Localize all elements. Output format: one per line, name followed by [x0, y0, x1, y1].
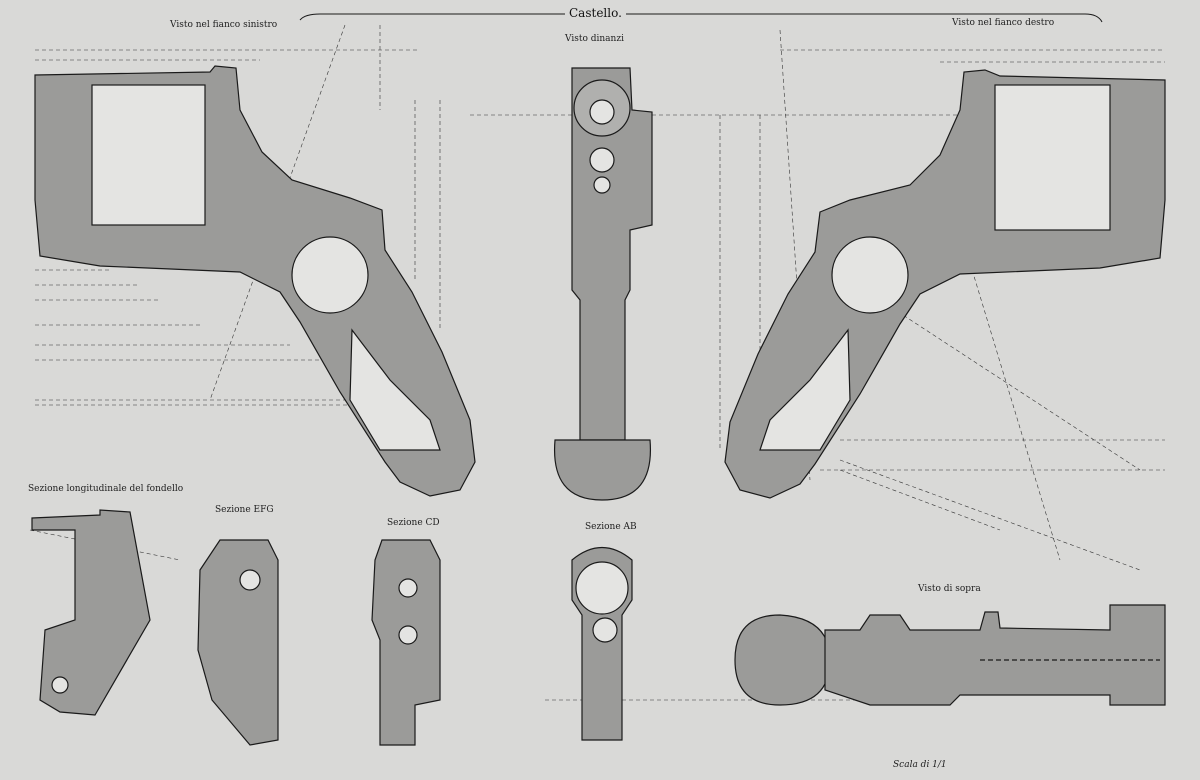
base-section: [31, 509, 151, 716]
label-section-efg: Sezione EFG: [215, 505, 274, 515]
scale-note: Scala di 1/1: [893, 760, 947, 770]
label-section-ab: Sezione AB: [585, 522, 637, 532]
section-efg: [197, 539, 279, 746]
left-window: [91, 84, 206, 226]
label-front-view: Visto dinanzi: [565, 34, 624, 44]
label-section-cd: Sezione CD: [387, 518, 440, 528]
label-left-side-view: Visto nel fianco sinistro: [170, 20, 278, 30]
label-base-section: Sezione longitudinale del fondello: [28, 484, 184, 494]
label-right-side-view: Visto nel fianco destro: [952, 18, 1055, 28]
front-view-base: [553, 439, 652, 501]
left-cutout: [291, 236, 369, 314]
drawing-title: Castello.: [565, 6, 626, 20]
top-view: [734, 614, 831, 706]
title-brace: [299, 13, 1103, 23]
label-top-view: Visto di sopra: [918, 584, 981, 594]
